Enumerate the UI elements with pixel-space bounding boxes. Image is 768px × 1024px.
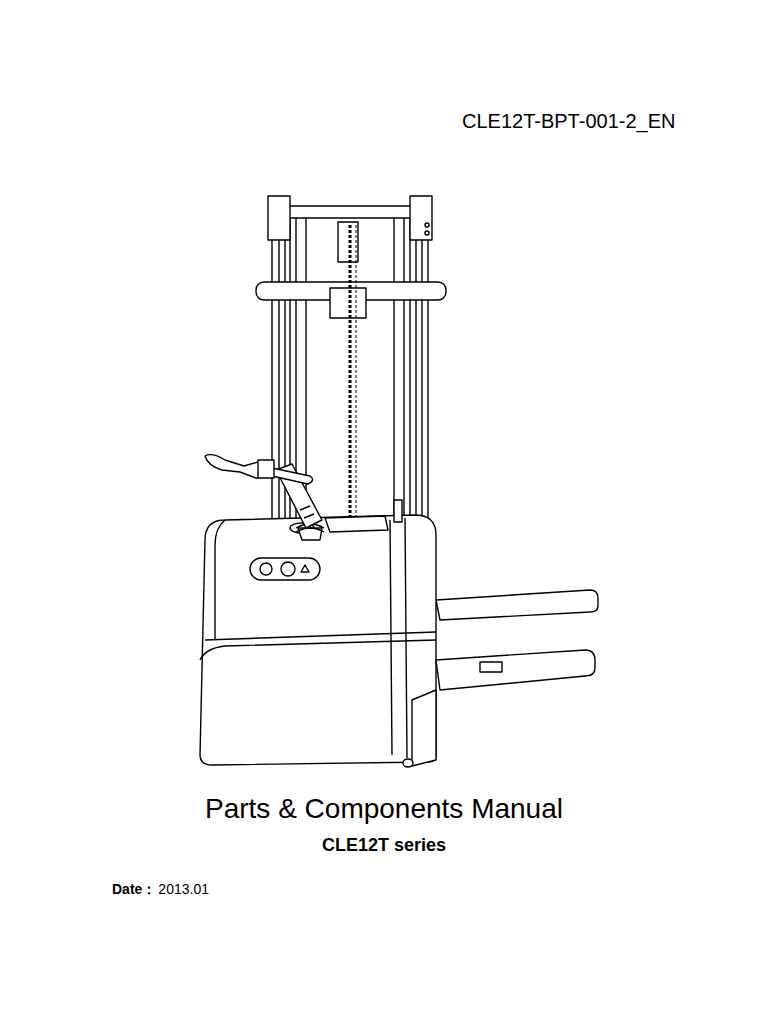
date-value: 2013.01 (158, 881, 209, 897)
manual-title: Parts & Components Manual (205, 793, 563, 825)
series-name: CLE12T series (322, 835, 446, 856)
document-code: CLE12T-BPT-001-2_EN (462, 110, 675, 133)
date-label: Date： (112, 881, 156, 899)
